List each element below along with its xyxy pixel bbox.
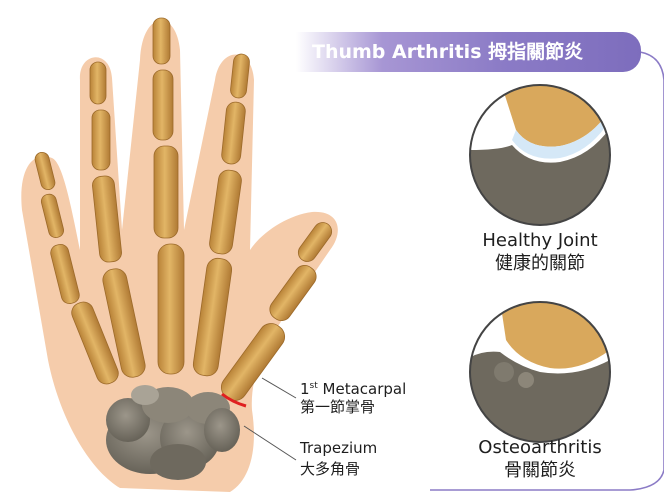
metacarpal-ordinal: 1 [300, 380, 310, 398]
metacarpal-label: 1st Metacarpal [300, 376, 406, 399]
osteoarthritis-inset [466, 300, 610, 450]
page-title: Thumb Arthritis 拇指關節炎 [312, 38, 583, 66]
osteoarthritis-chinese-label: 骨關節炎 [466, 460, 614, 482]
metacarpal-ordinal-suffix: st [310, 381, 318, 391]
osteoarthritis-label: Osteoarthritis [466, 437, 614, 459]
healthy-joint-chinese-label: 健康的關節 [470, 253, 610, 275]
metacarpal-chinese-label: 第一節掌骨 [300, 397, 375, 417]
trapezium-label: Trapezium [300, 438, 377, 458]
trapezium-chinese-label: 大多角骨 [300, 459, 360, 479]
metacarpal-leader [262, 378, 296, 398]
healthy-joint-label: Healthy Joint [470, 230, 610, 252]
healthy-joint-inset [470, 80, 610, 230]
metacarpal-name: Metacarpal [323, 380, 407, 398]
